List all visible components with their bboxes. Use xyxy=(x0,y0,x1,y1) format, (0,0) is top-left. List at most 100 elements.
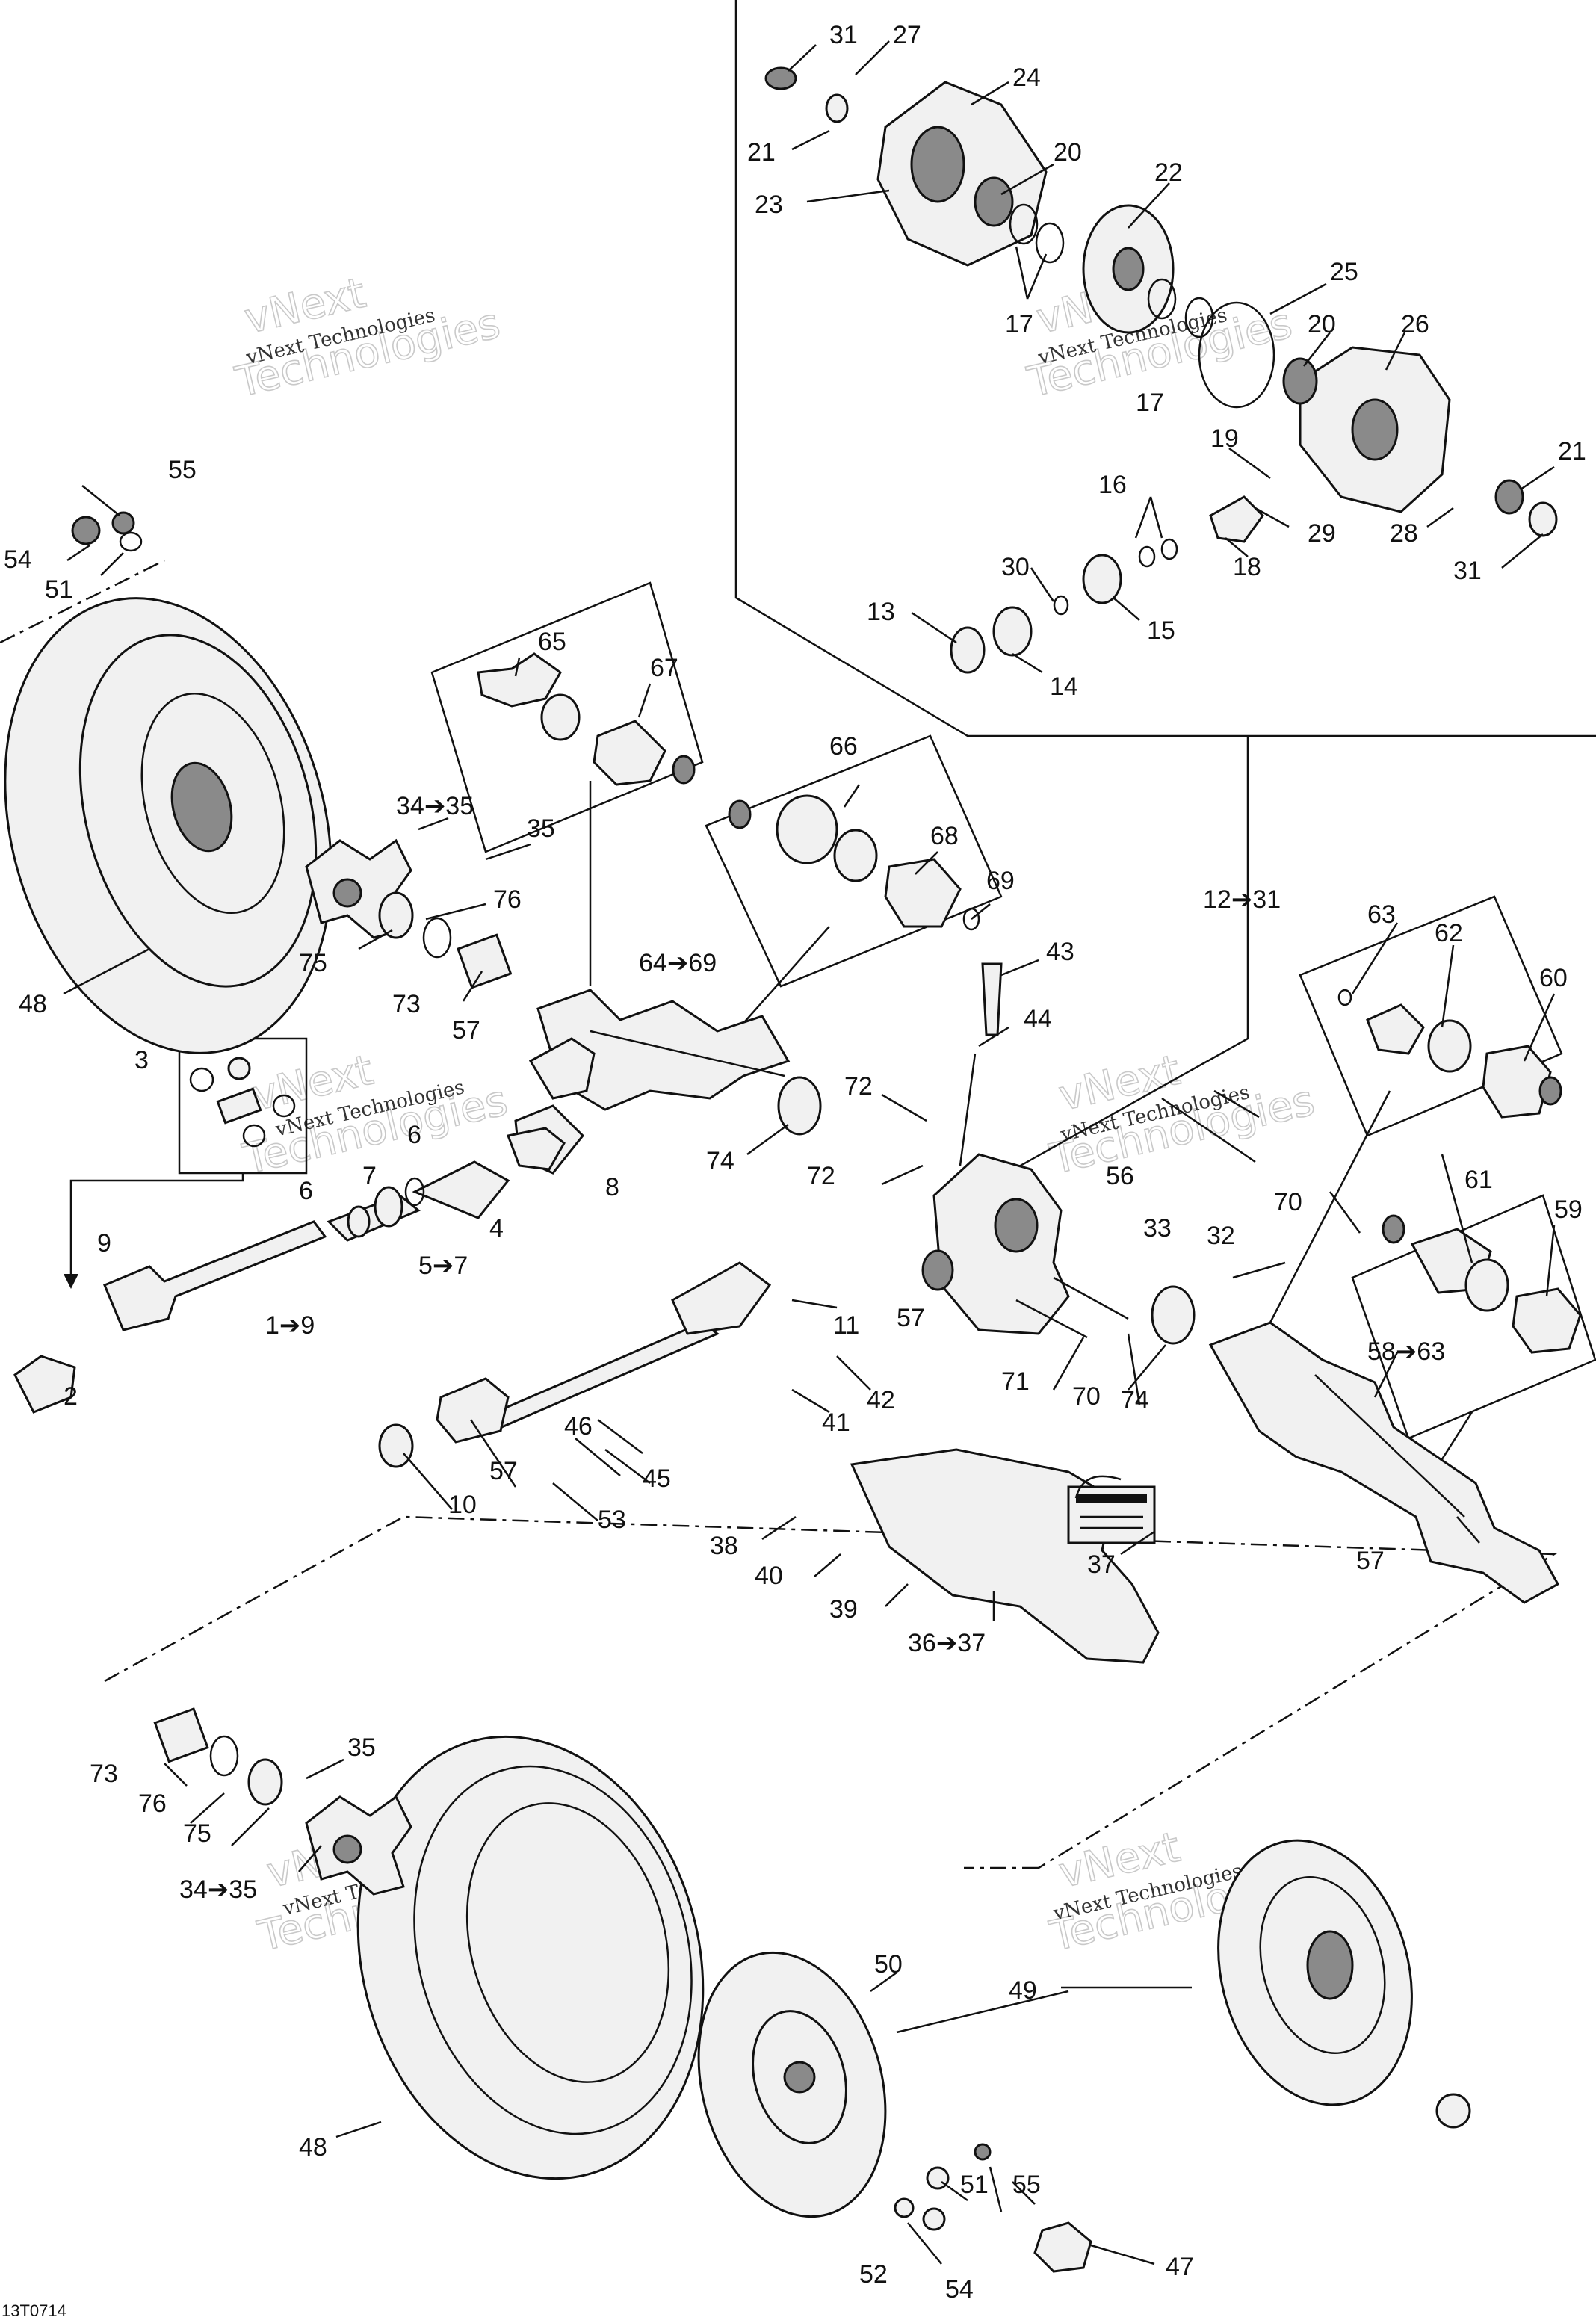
callout-38: 38 xyxy=(710,1532,738,1560)
callout-35: 35 xyxy=(347,1733,376,1762)
callout-34-35: 34➔35 xyxy=(179,1875,257,1904)
callout-53: 53 xyxy=(598,1506,626,1534)
steel-rim-49 xyxy=(697,1951,887,2218)
callout-21: 21 xyxy=(1558,437,1586,465)
seal-74-left xyxy=(777,1076,822,1136)
kit-bracket-65-67 xyxy=(430,581,704,986)
callout-54: 54 xyxy=(4,545,32,574)
callout-35: 35 xyxy=(527,814,555,843)
callout-48: 48 xyxy=(299,2133,327,2162)
callout-75: 75 xyxy=(183,1819,211,1848)
callout-72: 72 xyxy=(807,1162,835,1190)
callout-8: 8 xyxy=(605,1173,619,1201)
callout-74: 74 xyxy=(1121,1386,1149,1414)
callout-58-63: 58➔63 xyxy=(1367,1337,1445,1366)
callout-46: 46 xyxy=(564,1412,593,1441)
pinion-shaft xyxy=(378,1261,772,1468)
wheel-fasteners xyxy=(71,511,1471,2273)
callout-31: 31 xyxy=(829,21,858,49)
callout-41: 41 xyxy=(822,1408,850,1437)
callout-73: 73 xyxy=(392,990,421,1018)
callout-25: 25 xyxy=(1330,258,1358,286)
callout-57: 57 xyxy=(1356,1547,1385,1575)
alloy-rim-49 xyxy=(1217,1839,1413,2106)
callout-11: 11 xyxy=(833,1311,859,1340)
callout-9: 9 xyxy=(97,1229,111,1258)
callout-30: 30 xyxy=(1001,553,1030,581)
callout-33: 33 xyxy=(1143,1214,1172,1243)
callout-23: 23 xyxy=(755,191,783,219)
callout-51: 51 xyxy=(960,2171,989,2199)
kit-bracket-60-63 xyxy=(1269,895,1563,1323)
callout-37: 37 xyxy=(1087,1550,1116,1579)
seal-74-right xyxy=(1151,1285,1196,1345)
callout-34-35: 34➔35 xyxy=(396,792,474,820)
axle-kit-65-67 xyxy=(477,652,696,786)
callout-7: 7 xyxy=(362,1162,377,1190)
yoke-8 xyxy=(506,1037,596,1171)
callout-19: 19 xyxy=(1210,424,1239,453)
ring-gear-22 xyxy=(1082,204,1175,334)
kit-bracket-66-69 xyxy=(705,734,1003,1028)
diff-housing-26 xyxy=(1299,346,1451,513)
callout-60: 60 xyxy=(1539,964,1568,992)
diff-frame xyxy=(734,0,1596,1182)
callout-69: 69 xyxy=(986,867,1015,895)
diff-cover-24 xyxy=(876,81,1048,267)
callout-27: 27 xyxy=(893,21,921,49)
warning-decal-37 xyxy=(1067,1475,1156,1544)
callout-12-31: 12➔31 xyxy=(1203,885,1281,914)
callout-2: 2 xyxy=(64,1382,78,1411)
callout-48: 48 xyxy=(19,990,47,1018)
callout-67: 67 xyxy=(650,654,678,682)
callout-29: 29 xyxy=(1308,519,1336,548)
callout-57: 57 xyxy=(452,1016,480,1045)
callout-10: 10 xyxy=(448,1491,477,1519)
callout-63: 63 xyxy=(1367,900,1396,929)
callout-17: 17 xyxy=(1136,389,1164,417)
callout-56: 56 xyxy=(1106,1162,1134,1190)
callout-71: 71 xyxy=(1001,1367,1030,1396)
callout-40: 40 xyxy=(755,1562,783,1590)
callout-54: 54 xyxy=(945,2275,974,2304)
u-joint-kit-3 xyxy=(189,1057,296,1148)
callout-3: 3 xyxy=(134,1046,149,1074)
callout-55: 55 xyxy=(168,456,197,484)
callout-75: 75 xyxy=(299,949,327,977)
hub-bearing-upper xyxy=(378,891,513,989)
callout-28: 28 xyxy=(1390,519,1418,548)
drawing-code: 13T0714 xyxy=(1,2301,66,2320)
callout-1-9: 1➔9 xyxy=(265,1311,315,1340)
rear-differential xyxy=(921,1153,1070,1335)
leader-lines xyxy=(63,40,1556,2265)
small-seals-5-7 xyxy=(347,1177,425,1238)
bolts-70-71 xyxy=(1015,1097,1256,1339)
callout-76: 76 xyxy=(493,885,522,914)
callout-6: 6 xyxy=(407,1121,421,1149)
callout-44: 44 xyxy=(1024,1005,1052,1033)
callout-15: 15 xyxy=(1147,616,1175,645)
rear-tire-upper xyxy=(4,597,332,1054)
callout-57: 57 xyxy=(897,1304,925,1332)
callout-5-7: 5➔7 xyxy=(418,1252,468,1280)
callout-22: 22 xyxy=(1154,158,1183,187)
callout-20: 20 xyxy=(1054,138,1082,167)
callout-32: 32 xyxy=(1207,1222,1235,1250)
callout-76: 76 xyxy=(138,1790,167,1818)
drive-axle-upper xyxy=(536,989,791,1111)
callout-73: 73 xyxy=(90,1760,118,1788)
callout-70: 70 xyxy=(1274,1188,1302,1216)
callout-14: 14 xyxy=(1050,672,1078,701)
wheel-hub-lower xyxy=(153,1707,412,1896)
callout-4: 4 xyxy=(489,1214,504,1243)
callout-72: 72 xyxy=(844,1072,873,1101)
callout-17: 17 xyxy=(1005,310,1033,338)
callout-65: 65 xyxy=(538,628,566,656)
dash-line xyxy=(104,1515,1558,1869)
callout-39: 39 xyxy=(829,1595,858,1624)
callout-16: 16 xyxy=(1098,471,1127,499)
callout-50: 50 xyxy=(874,1950,903,1979)
callout-26: 26 xyxy=(1401,310,1429,338)
axle-kit-59-61 xyxy=(1382,1214,1582,1354)
